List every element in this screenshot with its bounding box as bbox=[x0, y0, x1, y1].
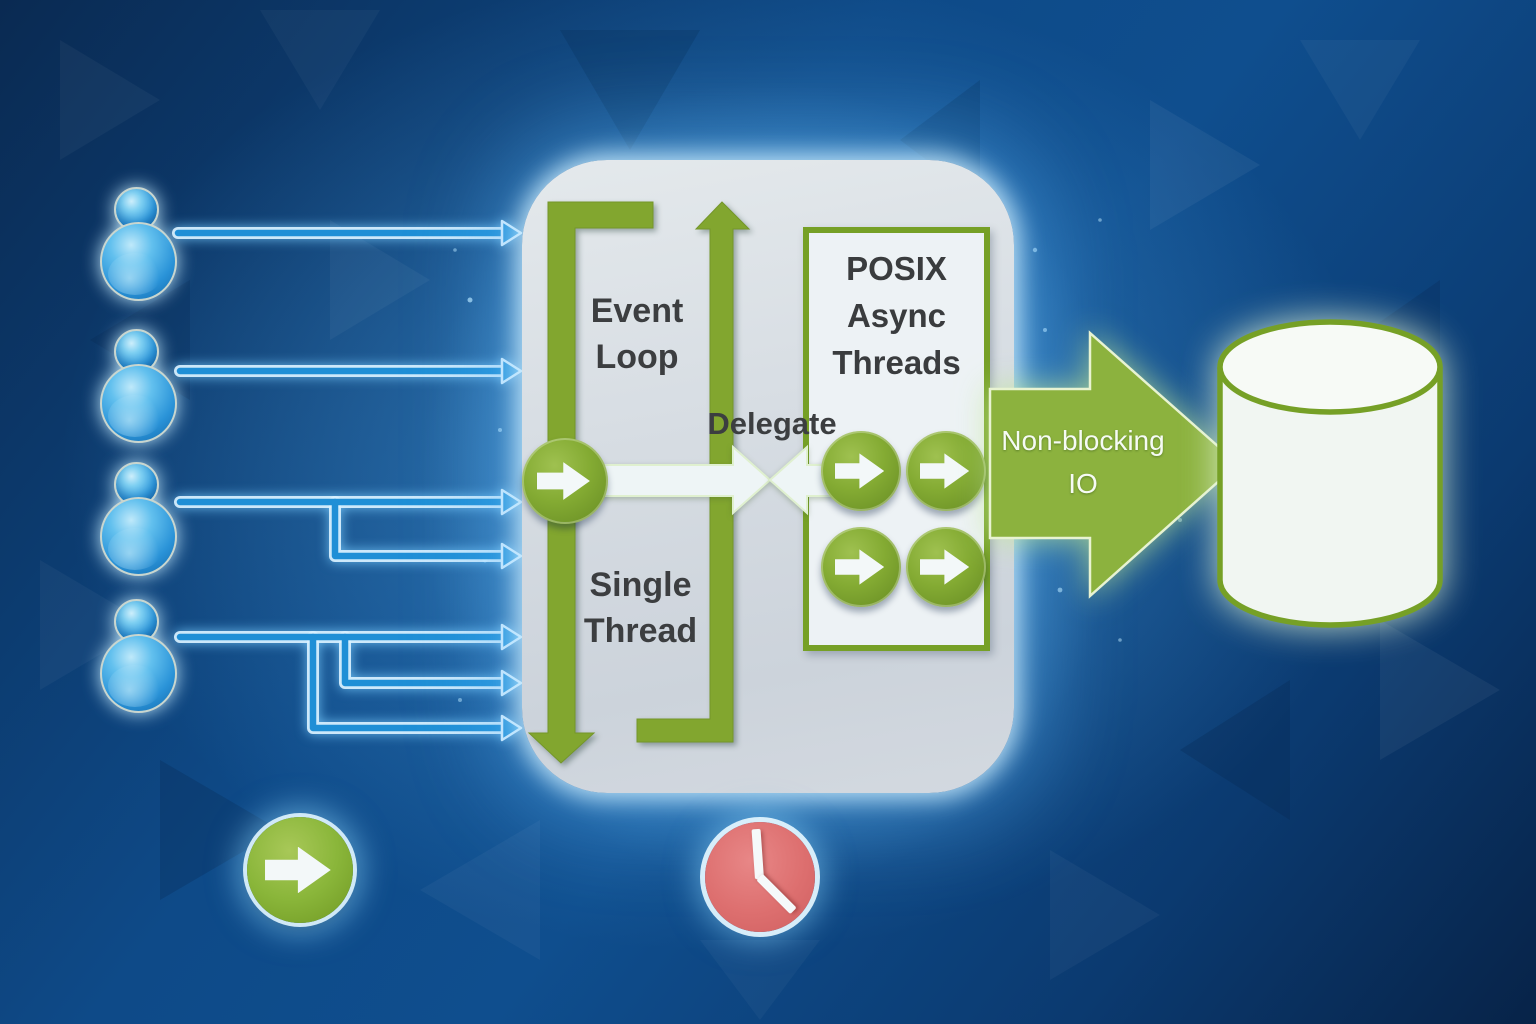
single-thread-label: Single Thread bbox=[583, 566, 698, 650]
event-loop-label: Event Loop bbox=[590, 292, 684, 376]
user-icon bbox=[98, 187, 178, 305]
arrow-right-icon bbox=[834, 549, 885, 585]
user-body bbox=[100, 364, 177, 443]
arrow-right-icon bbox=[919, 549, 970, 585]
user-body bbox=[100, 497, 177, 576]
request-arrow-icon bbox=[247, 817, 353, 923]
user-body bbox=[100, 634, 177, 713]
posix-thread-circle bbox=[906, 527, 986, 607]
non-blocking-io-label: Non-blocking IO bbox=[1001, 425, 1165, 499]
posix-thread-circle bbox=[821, 527, 901, 607]
arrow-right-icon bbox=[919, 453, 970, 489]
user-icon bbox=[98, 462, 178, 580]
user-icon bbox=[98, 329, 178, 447]
posix-thread-circle bbox=[906, 431, 986, 511]
posix-threads-label: POSIX Async Threads bbox=[832, 250, 961, 381]
clock-minute-hand bbox=[751, 828, 764, 880]
delegate-source-circle bbox=[522, 438, 608, 524]
clock-icon bbox=[705, 822, 815, 932]
arrow-right-icon bbox=[265, 846, 331, 894]
user-icon bbox=[98, 599, 178, 717]
arrow-right-icon bbox=[834, 453, 885, 489]
delegate-label: Delegate bbox=[707, 406, 837, 441]
user-body bbox=[100, 222, 177, 301]
clock-hour-hand bbox=[756, 873, 797, 915]
posix-thread-circle bbox=[821, 431, 901, 511]
arrow-right-icon bbox=[536, 462, 590, 500]
